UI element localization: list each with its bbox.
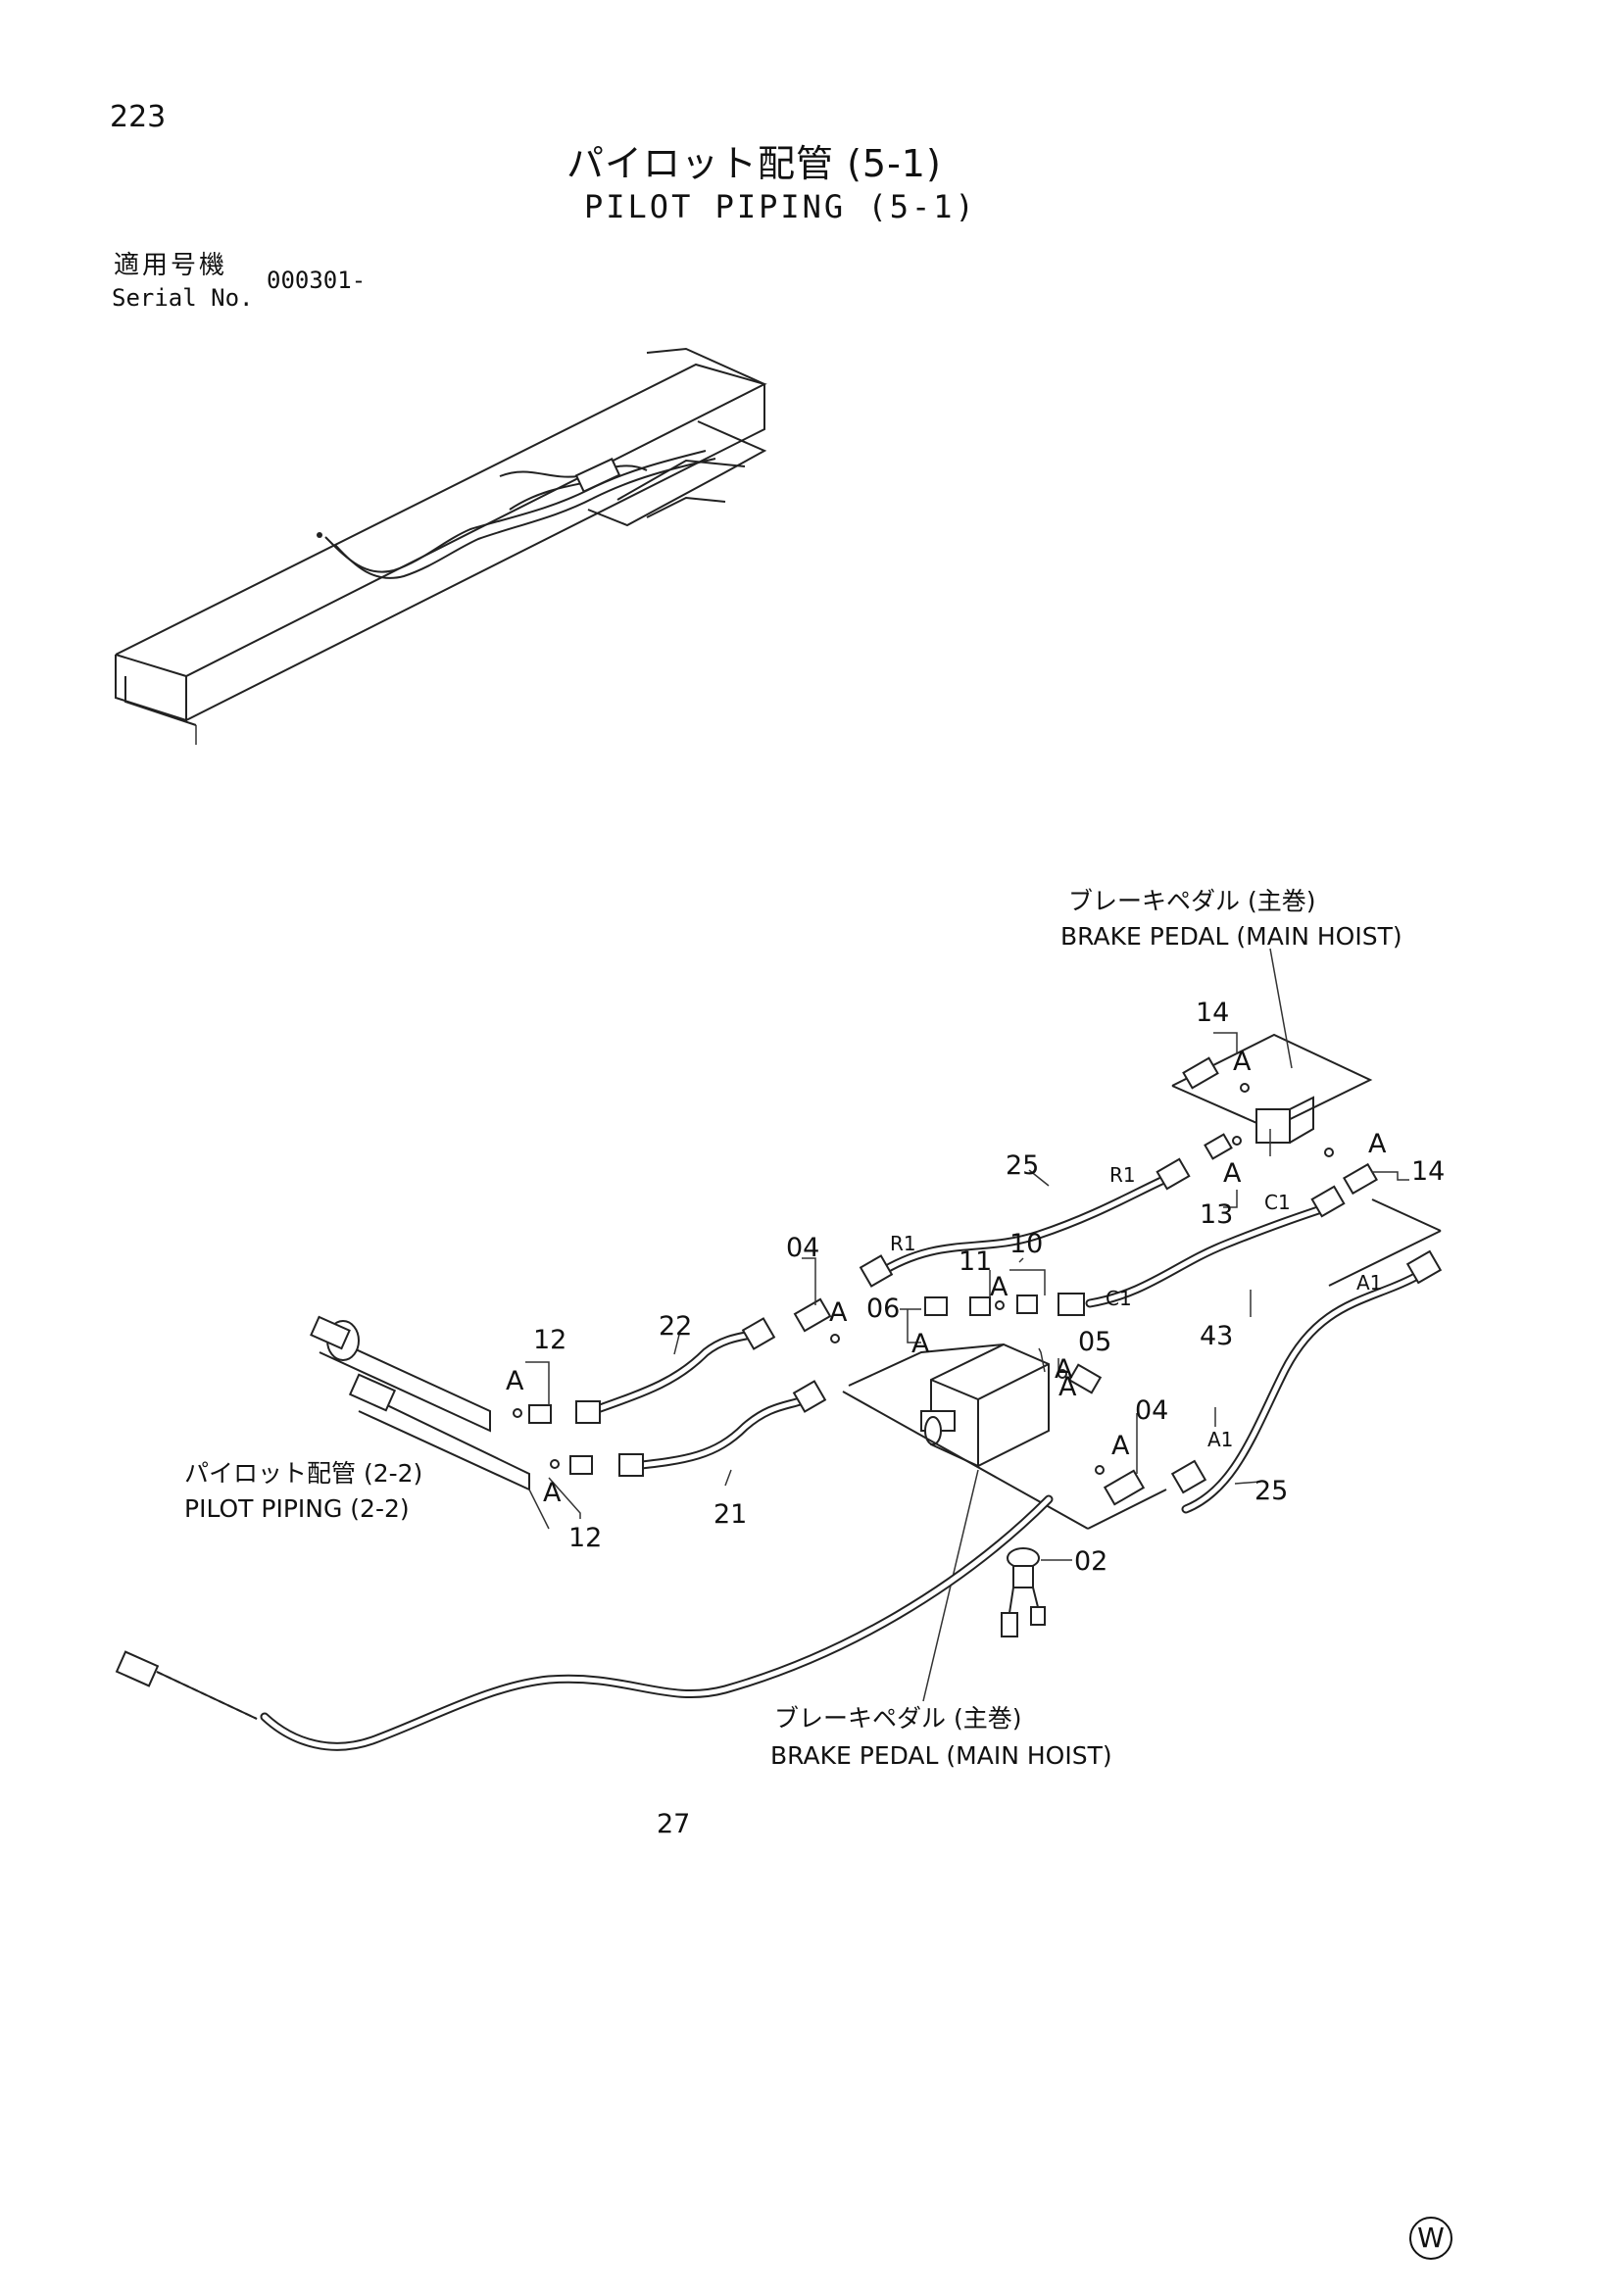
part-number-04-lower: 04 [1135, 1395, 1168, 1426]
part-number-12-top: 12 [533, 1325, 566, 1355]
hose-43 [1085, 1200, 1338, 1308]
pilot-piping-2-2-tubes [310, 1315, 550, 1530]
port-label-a1-lower: A1 [1207, 1428, 1233, 1451]
hose-25-upper [873, 1171, 1177, 1279]
port-label-c1-upper: C1 [1264, 1191, 1291, 1214]
callout-brake-pedal-bottom-jp: ブレーキペダル (主巻) [774, 1704, 1021, 1733]
page-number: 223 [110, 100, 167, 134]
serial-label-en: Serial No. [112, 284, 254, 312]
serial-value: 000301- [267, 267, 367, 294]
part-number-25-lower: 25 [1254, 1476, 1288, 1506]
part-number-22: 22 [659, 1311, 692, 1342]
part-number-27: 27 [657, 1809, 690, 1839]
callout-brake-pedal-top-en: BRAKE PEDAL (MAIN HOIST) [1060, 922, 1402, 951]
part-number-10: 10 [1009, 1229, 1043, 1259]
detail-mark-a-6: A [911, 1329, 930, 1359]
detail-mark-a-11: A [1058, 1372, 1077, 1402]
part-number-14-top: 14 [1196, 998, 1229, 1028]
brake-pedal-bottom-valve [842, 1343, 1167, 1702]
watermark-logo: W [1409, 2217, 1452, 2260]
part-number-21: 21 [713, 1499, 747, 1530]
hose-25-lower [1181, 1265, 1432, 1514]
part-number-11: 11 [959, 1246, 992, 1277]
hose-27 [115, 1494, 1054, 1751]
detail-mark-a-1: A [1233, 1047, 1252, 1077]
part-number-06: 06 [866, 1294, 900, 1324]
hose-22 [587, 1328, 765, 1416]
fittings [513, 1056, 1443, 1637]
hose-21 [628, 1391, 818, 1471]
detail-mark-a-10: A [543, 1478, 562, 1508]
port-label-r1-upper: R1 [1109, 1163, 1136, 1187]
serial-label-jp: 適用号機 [114, 251, 228, 280]
detail-mark-a-5: A [990, 1272, 1008, 1302]
part-number-14-right: 14 [1411, 1156, 1445, 1187]
part-number-13: 13 [1200, 1199, 1233, 1230]
detail-mark-a-8: A [1111, 1431, 1130, 1461]
callout-pilot-piping-ref-en: PILOT PIPING (2-2) [184, 1494, 410, 1523]
detail-mark-a-3: A [1223, 1158, 1242, 1189]
detail-mark-a-7: A [1055, 1354, 1073, 1385]
port-label-a1-upper: A1 [1356, 1271, 1382, 1295]
overview-machine-body [115, 347, 767, 745]
part-number-43: 43 [1200, 1321, 1233, 1351]
callout-brake-pedal-top-jp: ブレーキペダル (主巻) [1068, 887, 1315, 915]
callout-brake-pedal-bottom-en: BRAKE PEDAL (MAIN HOIST) [770, 1741, 1112, 1770]
part-number-05: 05 [1078, 1327, 1111, 1357]
page-title-jp: パイロット配管 (5-1) [566, 142, 942, 185]
leader-lines [525, 1032, 1409, 1519]
page-title-en: PILOT PIPING (5-1) [584, 188, 977, 225]
port-label-r1-lower: R1 [890, 1232, 916, 1255]
port-label-c1-lower: C1 [1106, 1287, 1132, 1310]
detail-mark-a-2: A [1368, 1129, 1387, 1159]
brake-pedal-top-assembly [1171, 948, 1442, 1287]
detail-mark-a-4: A [829, 1297, 848, 1328]
part-number-12-bottom: 12 [568, 1523, 602, 1553]
detail-mark-a-9: A [506, 1366, 524, 1396]
part-number-25-upper: 25 [1006, 1150, 1039, 1181]
part-number-02: 02 [1074, 1546, 1107, 1577]
part-number-04-upper: 04 [786, 1233, 819, 1263]
callout-pilot-piping-ref-jp: パイロット配管 (2-2) [184, 1459, 422, 1488]
